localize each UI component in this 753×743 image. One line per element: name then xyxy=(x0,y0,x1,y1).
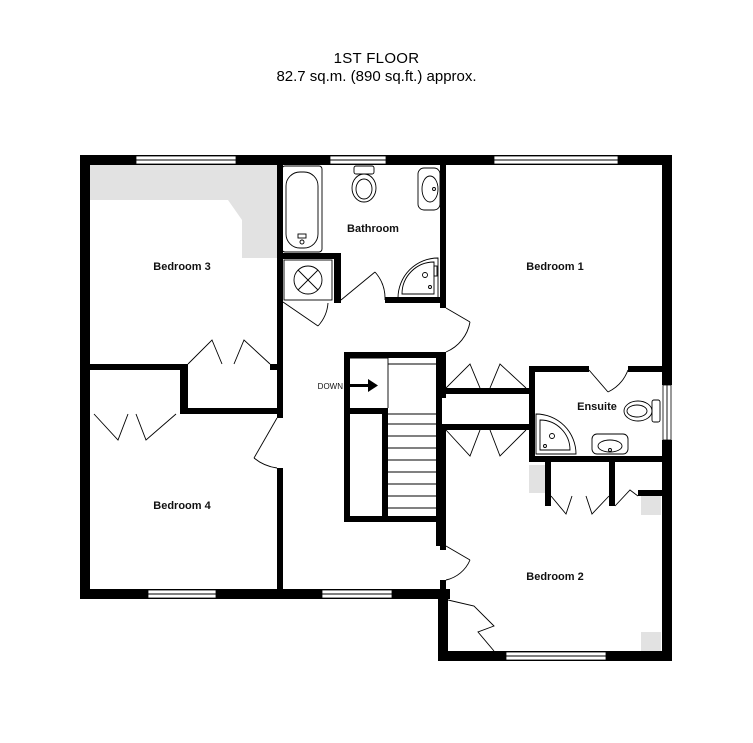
staircase xyxy=(350,357,436,509)
bath-fixture xyxy=(281,165,323,253)
floor-title: 1ST FLOOR xyxy=(333,50,420,67)
ensuite-toilet-icon xyxy=(623,399,661,423)
bathroom-basin-icon xyxy=(417,167,441,211)
interior-walls xyxy=(90,155,668,600)
label-bedroom3: Bedroom 3 xyxy=(153,261,210,273)
label-ensuite: Ensuite xyxy=(577,401,617,413)
wardrobe-doors xyxy=(93,339,639,652)
label-bathroom: Bathroom xyxy=(347,223,399,235)
cylinder-cupboard-icon xyxy=(283,259,333,301)
windows xyxy=(135,155,672,661)
floor-title-block: 1ST FLOOR 82.7 sq.m. (890 sq.ft.) approx… xyxy=(0,50,753,86)
label-stairs-down: DOWN xyxy=(318,382,344,391)
bathroom-toilet-icon xyxy=(351,165,377,203)
floor-area: 82.7 sq.m. (890 sq.ft.) approx. xyxy=(276,68,477,85)
ensuite-basin-icon xyxy=(591,433,629,455)
shaded-areas xyxy=(90,165,661,652)
label-bedroom2: Bedroom 2 xyxy=(526,571,583,583)
doors xyxy=(253,271,629,581)
ensuite-shower-fixture xyxy=(535,413,577,455)
shower-fixture xyxy=(397,257,439,299)
label-bedroom1: Bedroom 1 xyxy=(526,261,583,273)
label-bedroom4: Bedroom 4 xyxy=(153,500,211,512)
